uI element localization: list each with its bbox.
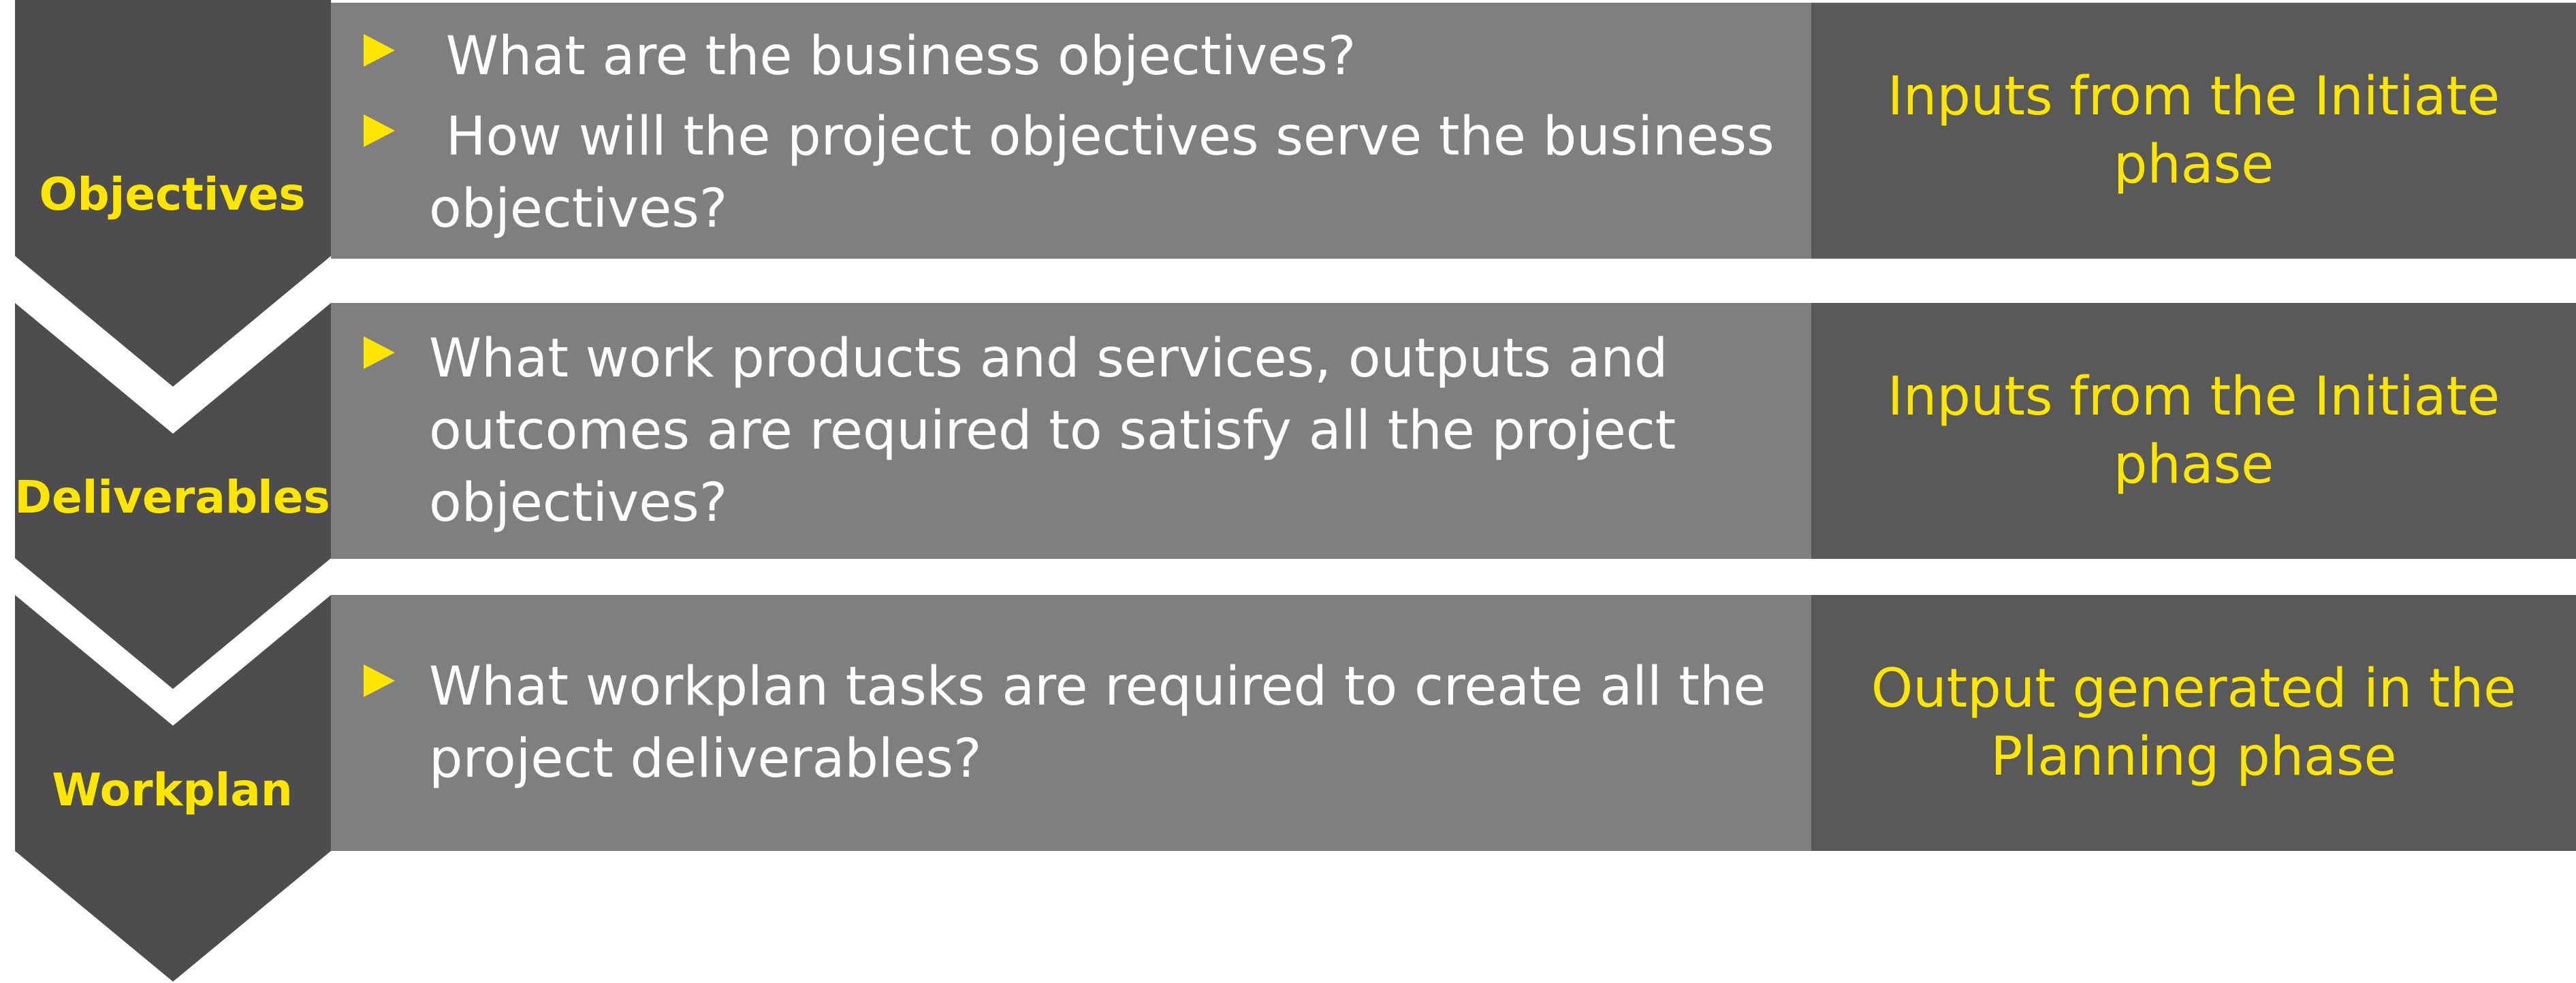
chevron-workplan: [15, 595, 331, 982]
question-item: What work products and services, outputs…: [364, 323, 1784, 539]
note-panel: Inputs from the Initiate phase: [1811, 303, 2576, 559]
chevron-objectives: [15, 0, 331, 387]
triangle-bullet-icon: [364, 34, 395, 67]
questions-panel: What work products and services, outputs…: [331, 303, 1811, 559]
row-objectives: What are the business objectives? How wi…: [331, 3, 2576, 259]
note-text: Output generated in the Planning phase: [1871, 658, 2517, 788]
row-workplan: What workplan tasks are required to crea…: [331, 595, 2576, 851]
question-text: How will the project objectives serve th…: [429, 106, 1792, 240]
triangle-bullet-icon: [364, 336, 395, 369]
question-item: What are the business objectives?: [364, 20, 1784, 93]
questions-panel: What are the business objectives? How wi…: [331, 3, 1811, 259]
stage-label-workplan: Workplan: [52, 764, 293, 816]
note-panel: Output generated in the Planning phase: [1811, 595, 2576, 851]
question-text: What work products and services, outputs…: [429, 328, 1676, 534]
chevron-flow: [15, 0, 331, 982]
chevron-deliverables: [15, 303, 331, 689]
note-text: Inputs from the Initiate phase: [1887, 366, 2500, 496]
note-text: Inputs from the Initiate phase: [1887, 66, 2500, 195]
row-deliverables: What work products and services, outputs…: [331, 303, 2576, 559]
stage-label-objectives: Objectives: [39, 168, 306, 221]
question-item: How will the project objectives serve th…: [364, 101, 1784, 245]
question-text: What are the business objectives?: [429, 26, 1356, 87]
questions-panel: What workplan tasks are required to crea…: [331, 595, 1811, 851]
note-panel: Inputs from the Initiate phase: [1811, 3, 2576, 259]
triangle-bullet-icon: [364, 114, 395, 147]
question-item: What workplan tasks are required to crea…: [364, 651, 1784, 795]
triangle-bullet-icon: [364, 664, 395, 697]
stage-label-deliverables: Deliverables: [14, 471, 330, 523]
question-text: What workplan tasks are required to crea…: [429, 656, 1766, 790]
